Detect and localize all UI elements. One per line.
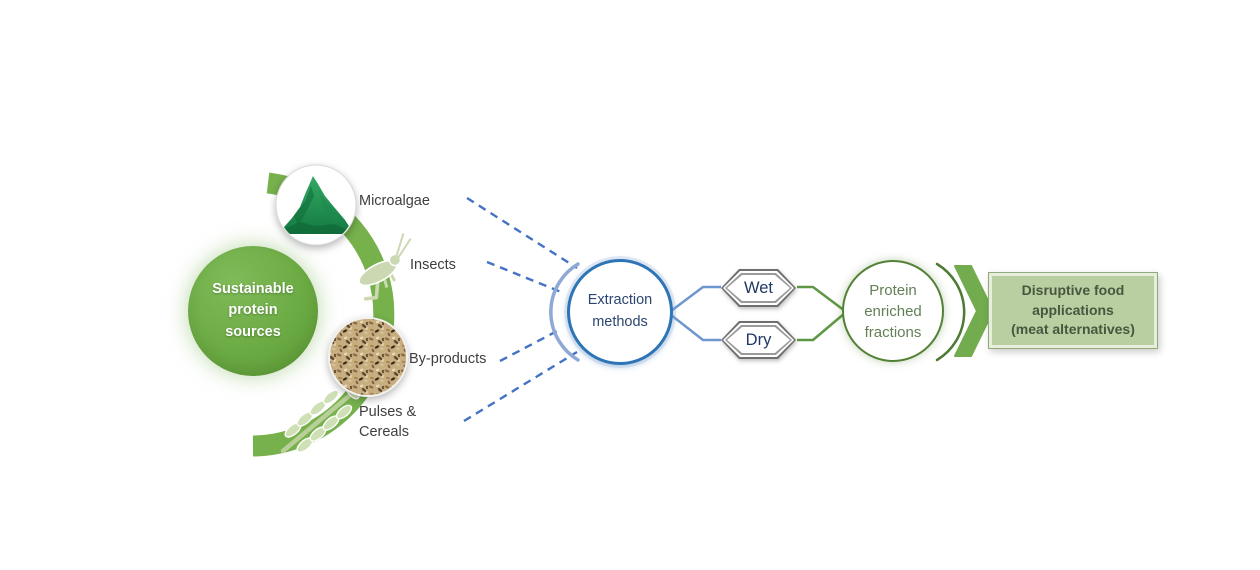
dashed-connector-microalgae <box>466 196 578 270</box>
grasshopper-icon <box>358 233 412 301</box>
dashed-connector-insects <box>486 260 562 294</box>
chevron-arrow <box>954 265 994 357</box>
wet-label: Wet <box>743 278 774 297</box>
protein-fractions-label: Protein enriched fractions <box>864 281 922 341</box>
connector-extraction-to-dry <box>670 314 721 342</box>
wet-hexagon: Wet <box>721 269 796 307</box>
microalgae-powder-photo <box>275 164 357 246</box>
extraction-methods-label: Extraction methods <box>587 292 653 330</box>
fractions-right-arc <box>935 262 966 362</box>
applications-label-line1: Disruptive food applications <box>1021 281 1125 318</box>
insects-label: Insects <box>410 257 456 273</box>
byproducts-label: By-products <box>409 351 487 367</box>
connector-extraction-to-wet <box>670 285 721 312</box>
extraction-methods-circle: Extraction methods <box>567 259 673 365</box>
source-circle: Sustainable protein sources <box>188 246 318 376</box>
protein-fractions-circle: Protein enriched fractions <box>842 260 944 362</box>
connector-dry-to-fractions <box>797 312 846 342</box>
applications-box: Disruptive food applications (meat alter… <box>988 272 1158 349</box>
pulses-cereals-label: Pulses & Cereals <box>359 404 417 440</box>
dry-label: Dry <box>745 330 772 349</box>
source-circle-label: Sustainable protein sources <box>212 281 294 340</box>
extraction-left-arc <box>549 262 580 362</box>
dry-hexagon: Dry <box>721 321 796 359</box>
pulses-branch-icon <box>280 382 360 454</box>
dashed-connector-byproducts <box>499 327 562 363</box>
applications-label-line2: (meat alternatives) <box>1011 321 1135 338</box>
bran-flakes-photo <box>328 317 408 397</box>
connector-wet-to-fractions <box>797 285 846 312</box>
microalgae-label: Microalgae <box>359 193 430 209</box>
